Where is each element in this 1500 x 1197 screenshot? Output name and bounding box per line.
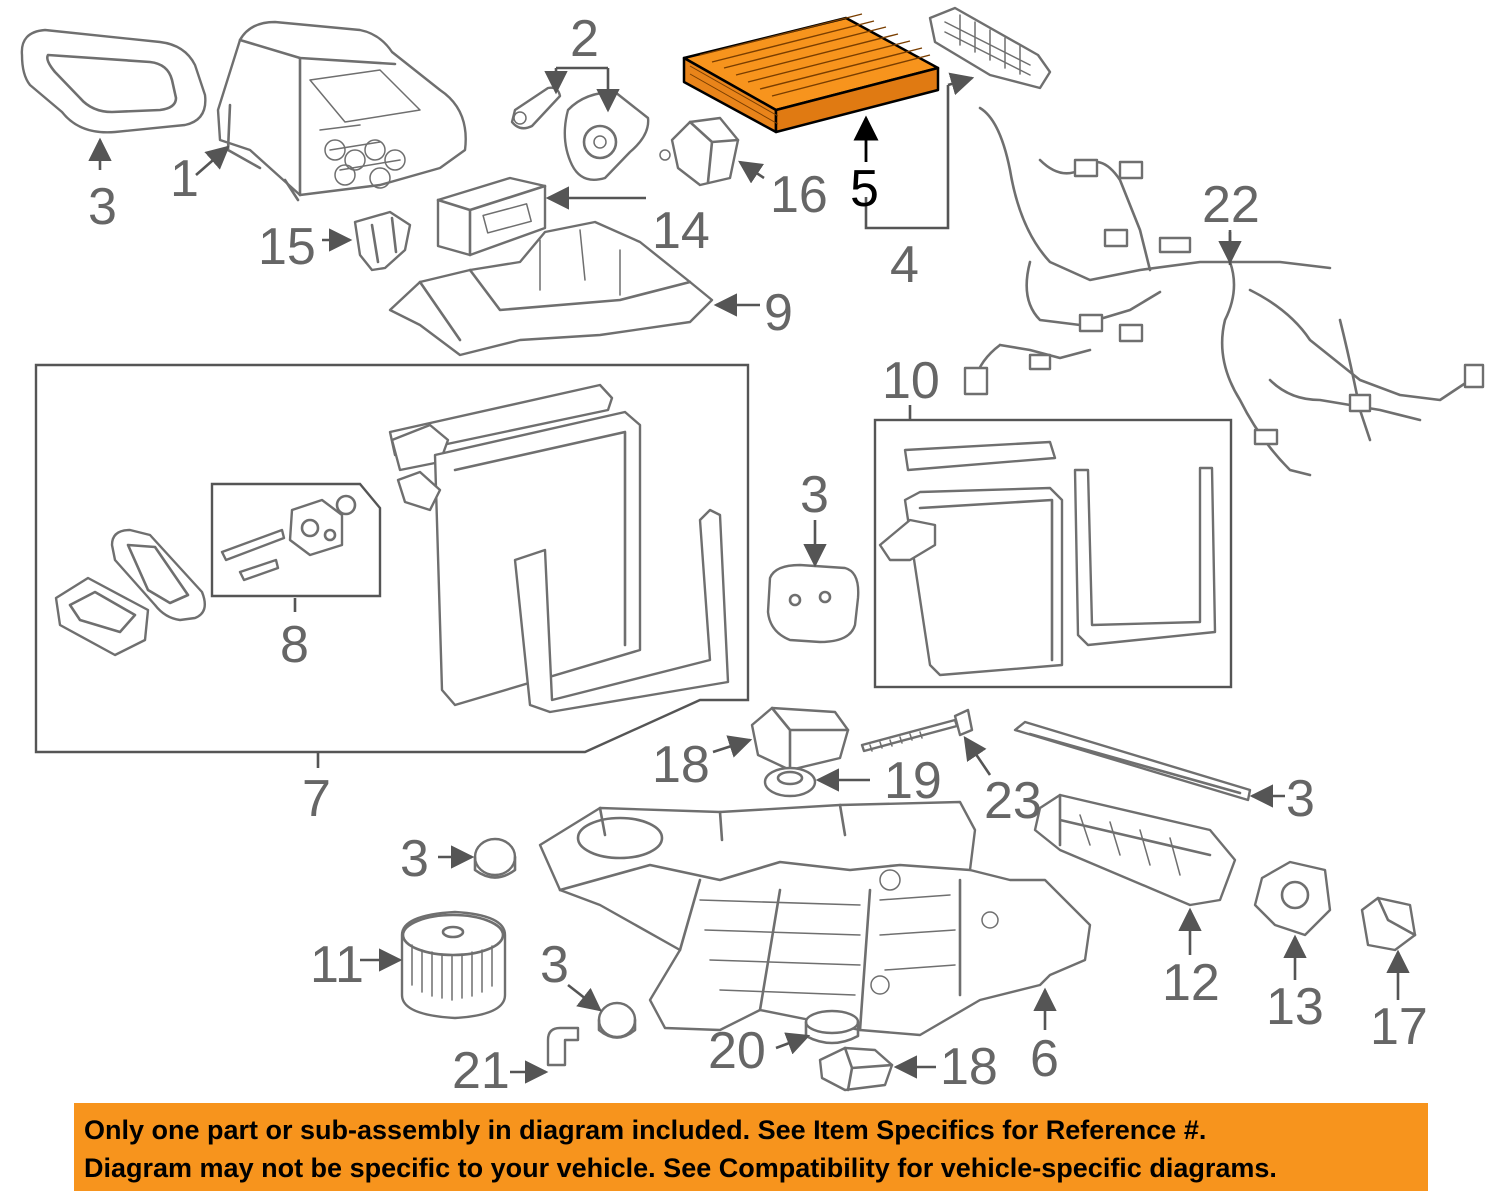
group-box-8 — [210, 482, 382, 598]
callout-1: 1 — [170, 150, 199, 208]
callout-23: 23 — [984, 772, 1042, 830]
callout-14: 14 — [652, 202, 710, 260]
callout-3-lower-left: 3 — [400, 830, 429, 888]
callout-2: 2 — [570, 10, 599, 68]
callout-13: 13 — [1266, 978, 1324, 1036]
cabin-air-filter — [682, 13, 940, 134]
callout-20: 20 — [708, 1022, 766, 1080]
clip-15 — [353, 210, 412, 272]
evaporator-seal-frame — [513, 508, 730, 714]
callout-8: 8 — [280, 616, 309, 674]
callout-labels: 3 1 2 5 16 14 15 4 22 9 10 3 8 7 18 19 2… — [88, 10, 1428, 1100]
gasket-top-left — [20, 28, 207, 134]
callout-17: 17 — [1370, 998, 1428, 1056]
actuator-18-upper — [750, 706, 850, 772]
leader-lines — [88, 66, 1410, 1084]
callout-21: 21 — [452, 1042, 510, 1100]
evaporator-core — [388, 383, 642, 707]
callout-5: 5 — [850, 160, 879, 218]
actuator-17 — [1360, 896, 1417, 952]
callout-16: 16 — [770, 166, 828, 224]
actuator-parts — [510, 86, 650, 182]
callout-4: 4 — [890, 236, 919, 294]
group-box-10 — [873, 418, 1233, 689]
callout-22: 22 — [1202, 176, 1260, 234]
group-box-7 — [34, 363, 750, 754]
callout-6: 6 — [1030, 1030, 1059, 1088]
upper-case — [216, 20, 467, 202]
blower-motor — [400, 910, 507, 1020]
disclaimer-banner: Only one part or sub-assembly in diagram… — [74, 1103, 1428, 1191]
grommet-3-upper — [473, 837, 517, 879]
control-module — [436, 176, 547, 257]
callout-18-lower: 18 — [940, 1038, 998, 1096]
callout-3-lower: 3 — [540, 936, 569, 994]
grommet-20 — [804, 1009, 860, 1045]
callout-12: 12 — [1162, 954, 1220, 1012]
callout-3-right: 3 — [1286, 770, 1315, 828]
expansion-valve — [220, 494, 357, 582]
duct-12 — [1033, 793, 1237, 907]
actuator-13 — [1253, 860, 1332, 937]
wiring-harness — [963, 106, 1485, 477]
grommet-3-lower — [597, 1001, 637, 1039]
gasket-center — [766, 563, 860, 644]
evaporator-seals — [54, 528, 206, 657]
callout-3: 3 — [88, 178, 117, 236]
callout-7: 7 — [302, 770, 331, 828]
callout-11: 11 — [310, 936, 364, 994]
actuator-18-lower — [818, 1046, 894, 1092]
seal-strip — [1013, 720, 1252, 802]
callout-10: 10 — [882, 352, 940, 410]
drain-tube-21 — [546, 1026, 580, 1067]
grommet-19 — [763, 766, 817, 798]
duct-9 — [388, 220, 714, 357]
filter-door — [928, 6, 1052, 90]
callout-18-upper: 18 — [652, 736, 710, 794]
disclaimer-line-1: Only one part or sub-assembly in diagram… — [84, 1115, 1207, 1145]
disclaimer-line-2: Diagram may not be specific to your vehi… — [84, 1153, 1277, 1183]
heater-core — [878, 440, 1217, 677]
callout-19: 19 — [884, 752, 942, 810]
callout-9: 9 — [764, 284, 793, 342]
main-hvac-case — [538, 800, 1092, 1037]
bolt-23 — [860, 708, 974, 753]
callout-3-center: 3 — [800, 466, 829, 524]
callout-15: 15 — [258, 218, 316, 276]
actuator-16 — [659, 116, 740, 187]
